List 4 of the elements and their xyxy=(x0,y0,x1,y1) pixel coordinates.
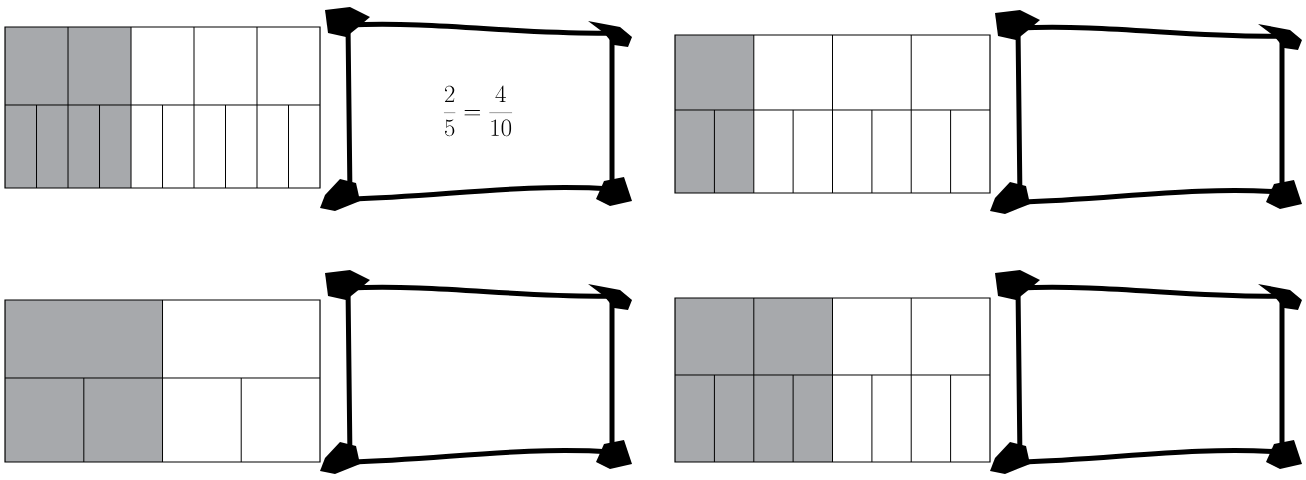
chalkboard: $\frac{2}{5} = \frac{4}{10}$ xyxy=(320,7,632,211)
chalkboard xyxy=(990,10,1302,214)
chalkboard xyxy=(990,270,1302,474)
chalkboard xyxy=(320,270,632,474)
